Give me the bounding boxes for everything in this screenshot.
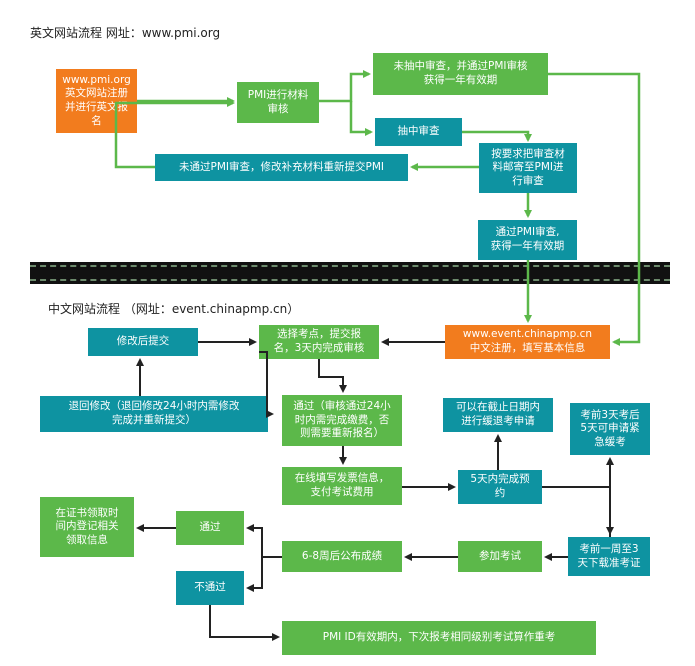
arrow-fail-to-retake [209, 605, 280, 641]
node-choose-site: 选择考点，提交报 名，3天内完成审核 [259, 325, 379, 359]
node-invoice-pay: 在线填写发票信息， 支付考试费用 [282, 467, 402, 505]
arrow-review-branch [319, 70, 371, 103]
node-cn-register: www.event.chinapmp.cn 中文注册，填写基本信息 [445, 325, 610, 359]
arrow-notsampled-to-cn [548, 72, 641, 346]
node-admit-ticket: 考前一周至3 天下载准考证 [568, 537, 650, 576]
arrow-results-to-pass [246, 524, 263, 557]
arrow-reserve-to-admit [542, 486, 614, 535]
node-take-exam: 参加考试 [458, 541, 542, 572]
node-retake: PMI ID有效期内，下次报考相同级别考试算作重考 [282, 621, 596, 655]
section-divider [30, 262, 670, 284]
arrow-failed-to-review [114, 99, 235, 169]
en-section-title: 英文网站流程 网址：www.pmi.org [30, 26, 221, 40]
node-not-sampled: 未抽中审查，并通过PMI审核 获得一年有效期 [373, 53, 548, 95]
node-results: 6-8周后公布成绩 [282, 541, 402, 572]
node-failed-review: 未通过PMI审查，修改补充材料重新提交PMI [155, 154, 408, 181]
node-resubmit: 修改后提交 [88, 328, 198, 356]
node-pass: 通过 [176, 511, 244, 545]
node-sampled: 抽中审查 [375, 118, 462, 146]
node-emergency-defer: 考前3天考后 5天可申请紧 急缓考 [570, 403, 650, 455]
arrow-sampled-to-mail [462, 130, 532, 142]
arrow-choose-to-return [259, 351, 274, 418]
node-passed-review: 通过PMI审查, 获得一年有效期 [478, 220, 577, 260]
node-defer-before-deadline: 可以在截止日期内 进行缓退考申请 [443, 398, 553, 432]
node-approved-pay: 通过（审核通过24小 时内需完成缴费，否 则需要重新报名） [282, 395, 402, 446]
cn-section-title: 中文网站流程 （网址：event.chinapmp.cn） [48, 302, 300, 316]
node-fail: 不通过 [176, 571, 244, 605]
node-pmi-register: www.pmi.org 英文网站注册 并进行英文报 名 [56, 69, 137, 133]
node-pmi-review: PMI进行材料 审核 [237, 82, 319, 123]
node-return-modify: 退回修改（退回修改24小时内需修改 完成并重新提交） [40, 396, 268, 432]
node-mail-materials: 按要求把审查材 料邮寄至PMI进 行审查 [479, 143, 577, 193]
arrow-review-to-sampled [349, 101, 373, 136]
node-reserve: 5天内完成预 约 [458, 470, 542, 504]
node-claim-cert: 在证书领取时 间内登记相关 领取信息 [40, 497, 134, 557]
arrow-choose-to-approved [318, 359, 347, 393]
arrow-results-to-fail [246, 557, 263, 592]
